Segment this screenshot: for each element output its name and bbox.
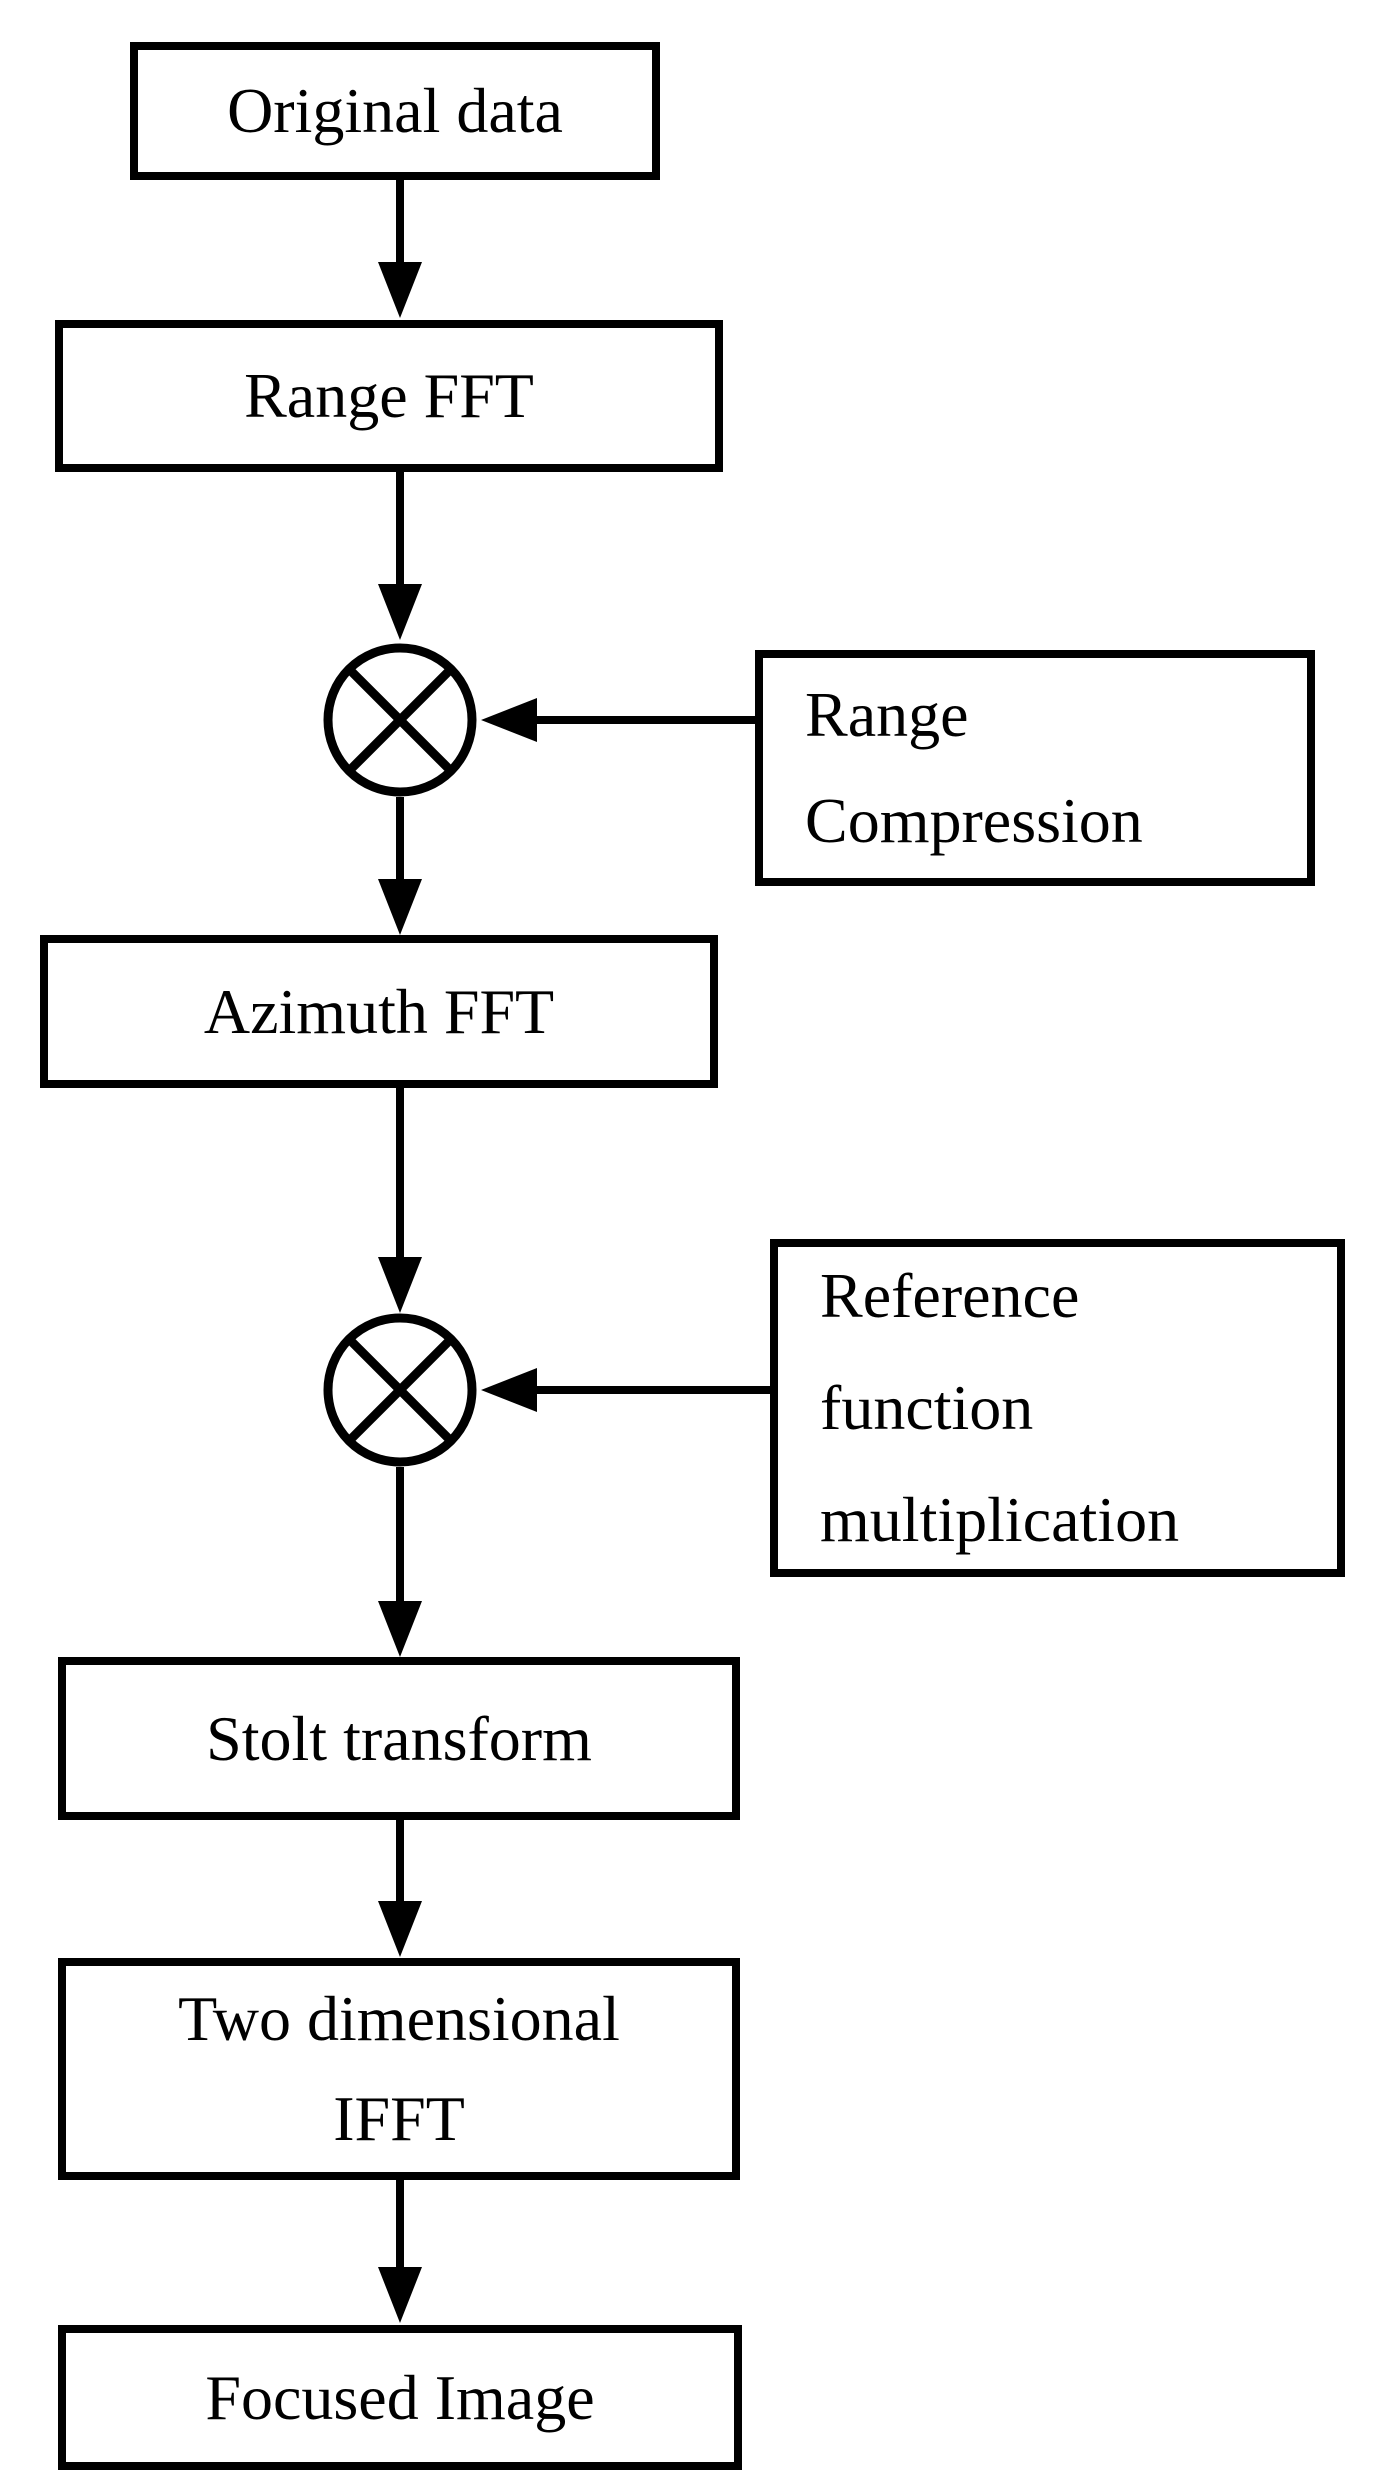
arrow-left-icon (481, 1368, 537, 1412)
node-focused-image-label: Focused Image (205, 2361, 595, 2433)
arrow-stem (533, 716, 755, 724)
node-range-fft-label: Range FFT (244, 360, 534, 431)
arrow-stem (396, 2180, 404, 2267)
node-two-dimensional-ifft-line1: Two dimensional (178, 1983, 620, 2054)
node-range-compression-line1: Range (805, 679, 969, 750)
arrow-down-icon (378, 1901, 422, 1957)
node-reference-function-line3: multiplication (820, 1484, 1180, 1555)
multiply-circle-graphic (323, 643, 477, 797)
node-reference-function-line2: function (820, 1372, 1034, 1443)
node-azimuth-fft: Azimuth FFT (40, 935, 718, 1088)
arrow-down-icon (378, 879, 422, 935)
arrow-down-icon (378, 584, 422, 640)
arrow-stem (396, 180, 404, 264)
node-stolt-transform-label: Stolt transform (206, 1702, 592, 1774)
node-focused-image: Focused Image (58, 2325, 742, 2470)
node-stolt-transform: Stolt transform (58, 1657, 740, 1820)
arrow-left-icon (481, 698, 537, 742)
node-range-compression-line2: Compression (805, 785, 1143, 856)
arrow-stem (396, 1088, 404, 1258)
node-range-fft: Range FFT (55, 320, 723, 472)
multiply-circle-icon (323, 1313, 477, 1467)
arrow-down-icon (378, 2267, 422, 2323)
node-reference-function-multiplication: Reference function multiplication (770, 1239, 1345, 1577)
node-original-data: Original data (130, 42, 660, 180)
arrow-down-icon (378, 1257, 422, 1313)
arrow-stem (396, 797, 404, 881)
node-two-dimensional-ifft: Two dimensional IFFT (58, 1958, 740, 2180)
arrow-stem (533, 1386, 770, 1394)
node-original-data-label: Original data (227, 75, 563, 146)
arrow-stem (396, 1467, 404, 1601)
multiply-circle-graphic (323, 1313, 477, 1467)
node-range-compression: Range Compression (755, 650, 1315, 886)
node-azimuth-fft-label: Azimuth FFT (203, 975, 555, 1047)
node-two-dimensional-ifft-line2: IFFT (333, 2083, 465, 2154)
multiply-circle-icon (323, 643, 477, 797)
arrow-down-icon (378, 262, 422, 318)
arrow-down-icon (378, 1601, 422, 1657)
node-reference-function-line1: Reference (820, 1260, 1080, 1331)
arrow-stem (396, 1820, 404, 1901)
arrow-stem (396, 472, 404, 584)
